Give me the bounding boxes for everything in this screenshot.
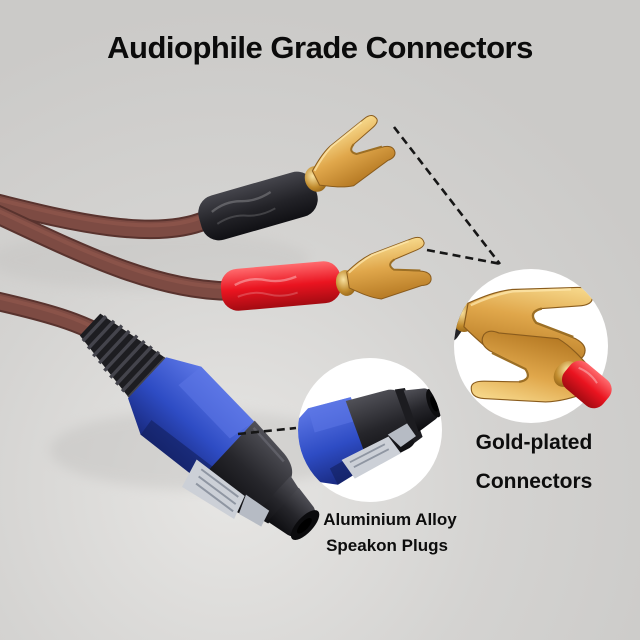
speakon-callout-line1: Aluminium Alloy [323, 510, 457, 529]
gold-callout-line1: Gold-plated [476, 431, 593, 454]
gold-connectors-zoom-inset [454, 269, 612, 423]
gold-callout-line2: Connectors [476, 470, 593, 493]
spade-connector-red-boot [220, 235, 434, 311]
gold-spade-fork [301, 112, 401, 200]
speakon-callout-line2: Speakon Plugs [326, 536, 448, 555]
speakon-plug [79, 313, 320, 540]
gold-spade-fork [342, 235, 434, 305]
inset-latch [341, 423, 416, 479]
plug-tip-hole [296, 517, 312, 534]
dashed-callout-lines [237, 126, 502, 436]
latch [182, 459, 270, 527]
inset-upper-fork [458, 269, 597, 373]
black-boot [198, 171, 318, 241]
cable-to-black-spade [0, 193, 216, 240]
spade-connector-black-boot [198, 112, 401, 241]
red-boot [220, 261, 342, 311]
callout-line-black-spade [392, 126, 502, 265]
inset-red-boot [561, 360, 612, 409]
inset-lower-fork [466, 319, 600, 423]
page-title: Audiophile Grade Connectors [107, 30, 533, 65]
cable-to-red-spade [0, 204, 238, 301]
speakon-plug-zoom-inset [298, 358, 442, 502]
inset-plug-front [345, 387, 442, 469]
callout-line-speakon [237, 426, 297, 436]
